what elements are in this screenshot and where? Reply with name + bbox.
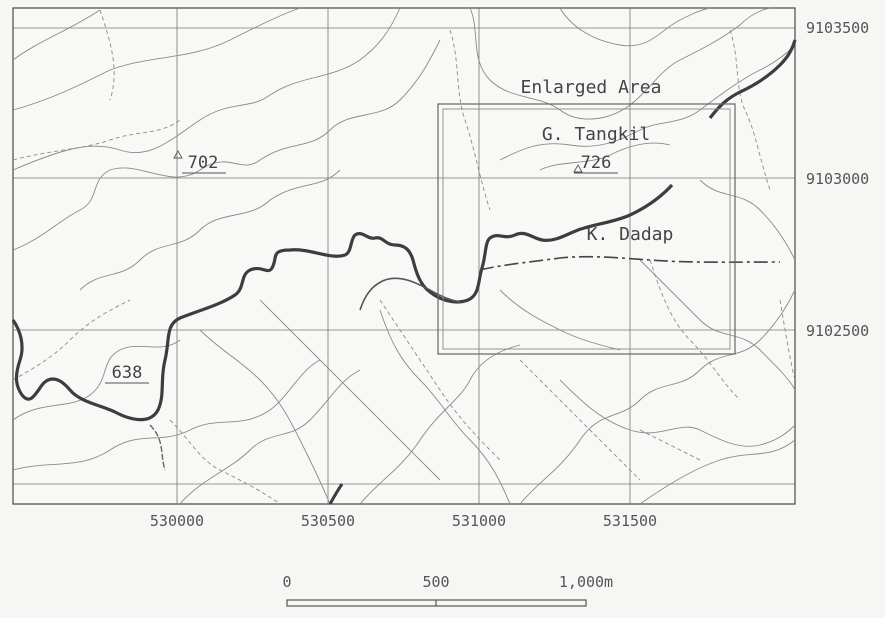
secondary-road: [149, 424, 166, 471]
scale-label-mid: 500: [422, 573, 449, 591]
peak-elevation-label: 726: [581, 153, 612, 173]
contour-line: [12, 339, 181, 421]
contour-line: [469, 7, 771, 120]
contour-line: [12, 359, 321, 471]
easting-tick-label: 531500: [603, 512, 657, 530]
contour-line: [639, 439, 796, 505]
easting-tick-label: 530500: [301, 512, 355, 530]
contour-line: [379, 309, 511, 505]
road-segment: [328, 483, 344, 505]
contour-lines: [12, 7, 796, 505]
enlarged-area-label: Enlarged Area: [521, 77, 662, 98]
scale-label-end: 1,000m: [559, 573, 613, 591]
footpath: [449, 29, 491, 211]
peak-name-label: G. Tangkil: [542, 124, 650, 145]
contour-line: [559, 379, 796, 447]
coordinate-grid: [13, 8, 795, 504]
footpath: [649, 259, 741, 401]
easting-tick-label: 530000: [150, 512, 204, 530]
spot-elevation-702-label: 702: [188, 153, 219, 173]
main-road: [11, 183, 674, 422]
scale-bar: 0 500 1,000m: [282, 573, 613, 607]
footpath: [12, 119, 181, 161]
map-frame: [12, 7, 796, 505]
stream: [359, 277, 461, 311]
easting-axis: 530000 530500 531000 531500: [150, 512, 657, 530]
footpaths: [12, 9, 796, 505]
contour-line: [639, 259, 796, 391]
footpath: [379, 299, 501, 461]
footpath: [169, 419, 281, 505]
contour-line: [199, 329, 331, 505]
northing-tick-label: 9103000: [806, 170, 869, 188]
enlarged-area-inner-frame: [442, 108, 731, 350]
scale-label-start: 0: [282, 573, 291, 591]
contour-line: [259, 299, 441, 481]
contour-line: [559, 7, 711, 47]
easting-tick-label: 531000: [452, 512, 506, 530]
northing-tick-label: 9102500: [806, 322, 869, 340]
contour-line: [12, 9, 101, 61]
spot-height-marker-702: [173, 150, 183, 159]
northing-tick-label: 9103500: [806, 19, 869, 37]
footpath: [99, 9, 115, 101]
contour-line: [79, 169, 341, 291]
contour-line: [499, 289, 621, 351]
contour-line: [12, 39, 441, 251]
contour-line: [699, 179, 796, 261]
footpath: [519, 359, 641, 481]
map-content: Enlarged Area G. Tangkil 726 K. Dadap 70…: [11, 7, 797, 505]
contour-line: [359, 344, 521, 505]
contour-line: [12, 7, 301, 111]
contour-line: [539, 142, 671, 171]
spot-elevation-638-label: 638: [112, 363, 143, 383]
contour-line: [179, 369, 361, 505]
river-name-label: K. Dadap: [587, 224, 674, 245]
contour-line: [499, 44, 796, 161]
footpath: [779, 299, 796, 381]
spot-height-marker-726: [573, 164, 583, 173]
footpath: [12, 299, 131, 381]
enlarged-area-frame: [437, 103, 736, 355]
track: [479, 255, 781, 271]
contour-line: [12, 7, 401, 171]
contour-line: [519, 289, 796, 505]
main-road: [708, 39, 797, 119]
northing-axis: 9103500 9103000 9102500: [806, 19, 869, 340]
